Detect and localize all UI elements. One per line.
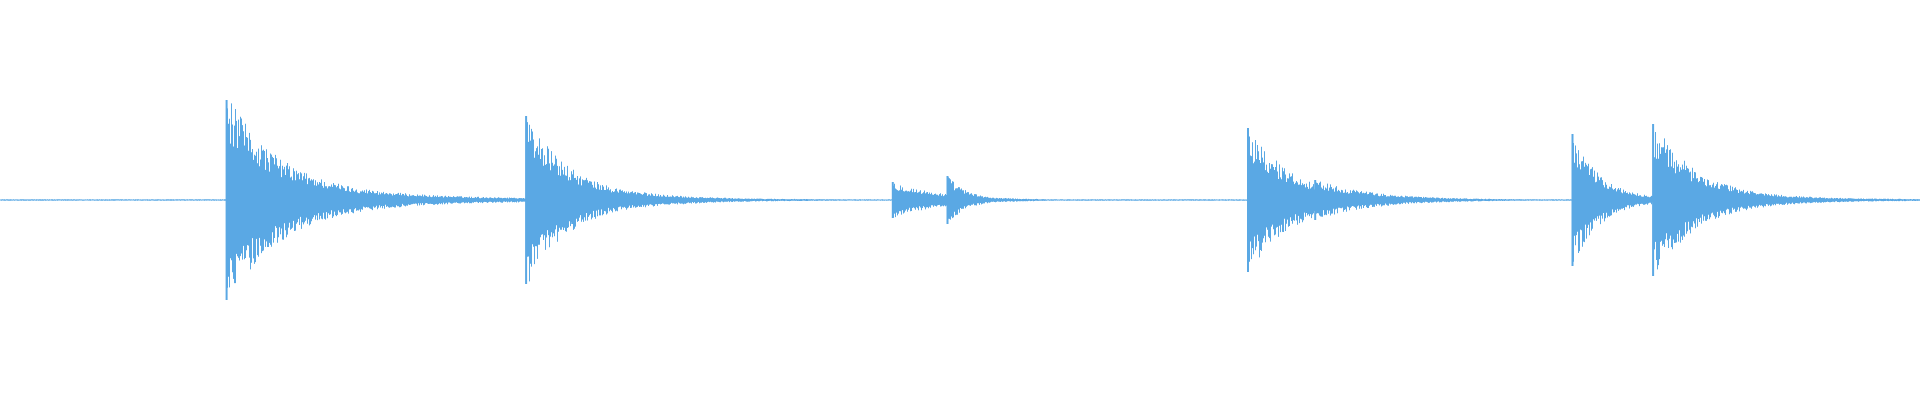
- waveform-samples: [0, 103, 1920, 288]
- waveform-track: [0, 100, 1920, 300]
